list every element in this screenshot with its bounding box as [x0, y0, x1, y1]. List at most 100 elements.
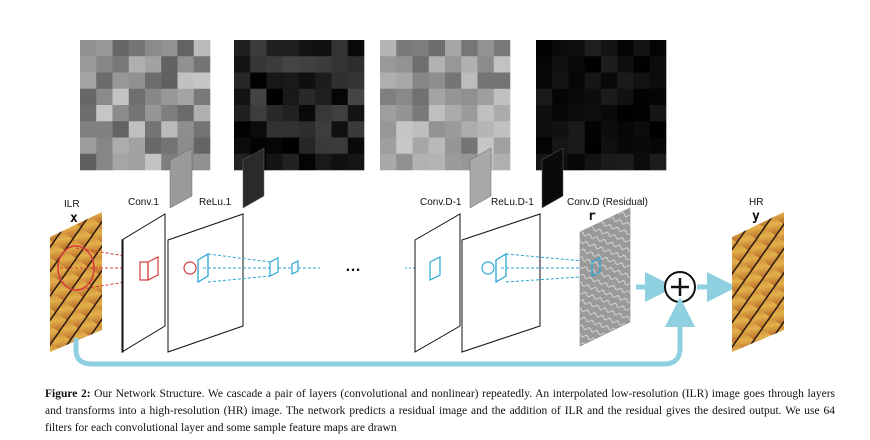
feature-map-tile — [649, 121, 667, 138]
network-structure-figure: ILR x Conv.1 ReLu.1 Conv.D-1 ReLu.D-1 Co… — [50, 40, 784, 367]
feature-map-tile — [536, 72, 553, 90]
feature-map-tile — [161, 40, 178, 57]
feature-map-tile — [347, 72, 365, 90]
feature-maps — [80, 40, 667, 209]
feature-map-tile — [250, 121, 267, 138]
feature-map-tile — [96, 105, 113, 122]
network-diagram — [50, 40, 784, 367]
feature-map-tile — [584, 72, 602, 90]
feature-map-tile — [112, 153, 130, 171]
feature-map-tile — [633, 88, 651, 106]
feature-map-tile — [536, 121, 553, 138]
feature-map-tile — [493, 137, 511, 155]
conv1-layer — [121, 213, 166, 353]
feature-map-tile — [234, 88, 251, 106]
feature-map-tile — [96, 56, 113, 73]
feature-map-tile — [380, 153, 397, 171]
feature-map-tile — [266, 105, 284, 122]
feature-map-tile — [128, 72, 146, 90]
feature-map-tile — [234, 105, 251, 122]
feature-map-tile — [493, 88, 511, 106]
feature-map-relu1 — [234, 40, 365, 171]
feature-map-tile — [412, 88, 430, 106]
feature-map-tile — [177, 56, 195, 73]
feature-map-tile — [128, 40, 146, 57]
feature-map-tile — [112, 56, 130, 73]
feature-map-tile — [282, 56, 300, 73]
feature-map-tile — [299, 72, 316, 90]
feature-map-tile — [145, 72, 162, 90]
feature-map-tile — [177, 121, 195, 138]
feature-map-tile — [282, 121, 300, 138]
feature-map-tile — [380, 105, 397, 122]
feature-map-tile — [536, 88, 553, 106]
feature-map-tile — [112, 121, 130, 138]
feature-map-tile — [161, 88, 178, 106]
feature-map-tile — [428, 56, 446, 73]
feature-map-tile — [315, 137, 332, 155]
feature-map-tile — [96, 153, 113, 171]
feature-map-tile — [347, 153, 365, 171]
feature-map-tile — [633, 105, 651, 122]
feature-map-tile — [584, 121, 602, 138]
feature-map-tile — [552, 121, 569, 138]
feature-map-tile — [128, 137, 146, 155]
feature-map-tile — [445, 56, 462, 73]
feature-map-tile — [282, 105, 300, 122]
feature-map-tile — [331, 72, 349, 90]
feature-map-tile — [347, 105, 365, 122]
thumb-convD1 — [469, 147, 492, 209]
feature-map-tile — [331, 88, 349, 106]
feature-map-tile — [412, 121, 430, 138]
feature-map-tile — [112, 88, 130, 106]
feature-map-tile — [315, 40, 332, 57]
feature-map-tile — [649, 105, 667, 122]
feature-map-tile — [461, 40, 478, 57]
feature-map-tile — [193, 72, 211, 90]
feature-map-tile — [128, 56, 146, 73]
convD-label: Conv.D (Residual) — [567, 197, 648, 208]
thumb-conv1 — [169, 147, 193, 209]
feature-map-tile — [80, 72, 97, 90]
feature-map-tile — [234, 56, 251, 73]
relu1-to-next-lines — [203, 253, 320, 283]
feature-map-tile — [161, 105, 178, 122]
thumb-relu1 — [242, 147, 265, 209]
feature-map-tile — [234, 121, 251, 138]
feature-map-tile — [234, 40, 251, 57]
feature-map-tile — [461, 88, 478, 106]
feature-map-tile — [445, 40, 462, 57]
feature-map-tile — [412, 153, 430, 171]
feature-map-tile — [145, 153, 162, 171]
feature-map-tile — [380, 72, 397, 90]
feature-map-tile — [477, 105, 495, 122]
x-variable: x — [70, 211, 78, 226]
figure-caption: Figure 2: Our Network Structure. We casc… — [45, 386, 835, 437]
feature-map-tile — [315, 153, 332, 171]
feature-map-tile — [445, 105, 462, 122]
feature-map-tile — [315, 88, 332, 106]
feature-map-tile — [193, 56, 211, 73]
feature-map-tile — [331, 153, 349, 171]
feature-map-tile — [396, 121, 413, 138]
feature-map-tile — [649, 72, 667, 90]
feature-map-tile — [461, 72, 478, 90]
feature-map-tile — [552, 88, 569, 106]
feature-map-tile — [601, 40, 618, 57]
feature-map-tile — [617, 56, 634, 73]
feature-map-tile — [177, 72, 195, 90]
feature-map-tile — [347, 40, 365, 57]
skip-connection-arrow — [73, 297, 695, 367]
relu1-label: ReLu.1 — [199, 197, 232, 208]
feature-map-tile — [331, 121, 349, 138]
feature-map-tile — [380, 56, 397, 73]
feature-map-tile — [315, 72, 332, 90]
feature-map-tile — [193, 153, 211, 171]
feature-map-tile — [299, 121, 316, 138]
feature-map-tile — [161, 137, 178, 155]
feature-map-tile — [234, 72, 251, 90]
feature-map-tile — [193, 137, 211, 155]
feature-map-tile — [601, 137, 618, 155]
feature-map-tile — [477, 72, 495, 90]
feature-map-tile — [128, 153, 146, 171]
